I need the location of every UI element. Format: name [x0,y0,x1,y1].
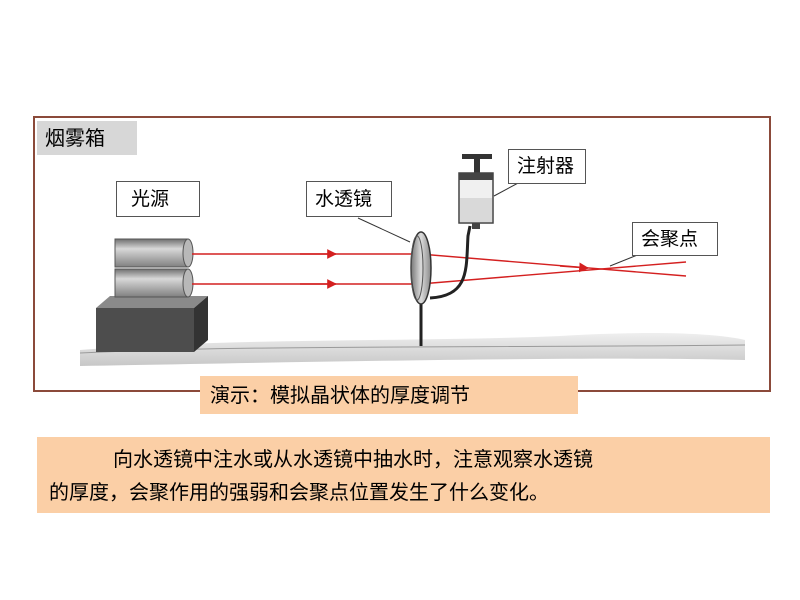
label-focal-point: 会聚点 [632,222,718,256]
question-text: 向水透镜中注水或从水透镜中抽水时，注意观察水透镜 的厚度，会聚作用的强弱和会聚点… [37,437,770,513]
smoke-box-title: 烟雾箱 [37,121,137,155]
light-source-base [96,296,208,352]
ray-focal-arrow [559,262,589,273]
ray-upper-refracted [419,253,687,277]
syringe-illustration [429,154,494,300]
demo-caption: 演示：模拟晶状体的厚度调节 [200,376,578,414]
water-lens [410,231,432,346]
label-syringe: 注射器 [508,149,586,184]
light-source-lamps [114,238,194,298]
question-line-2: 的厚度，会聚作用的强弱和会聚点位置发生了什么变化。 [49,480,549,504]
table-surface [80,333,745,366]
label-light-source: 光源 [116,181,200,217]
label-leaders [357,181,641,267]
label-water-lens: 水透镜 [306,181,392,217]
light-rays [192,249,687,289]
ray-lower-refracted [419,261,687,285]
question-line-1: 向水透镜中注水或从水透镜中抽水时，注意观察水透镜 [113,447,593,471]
